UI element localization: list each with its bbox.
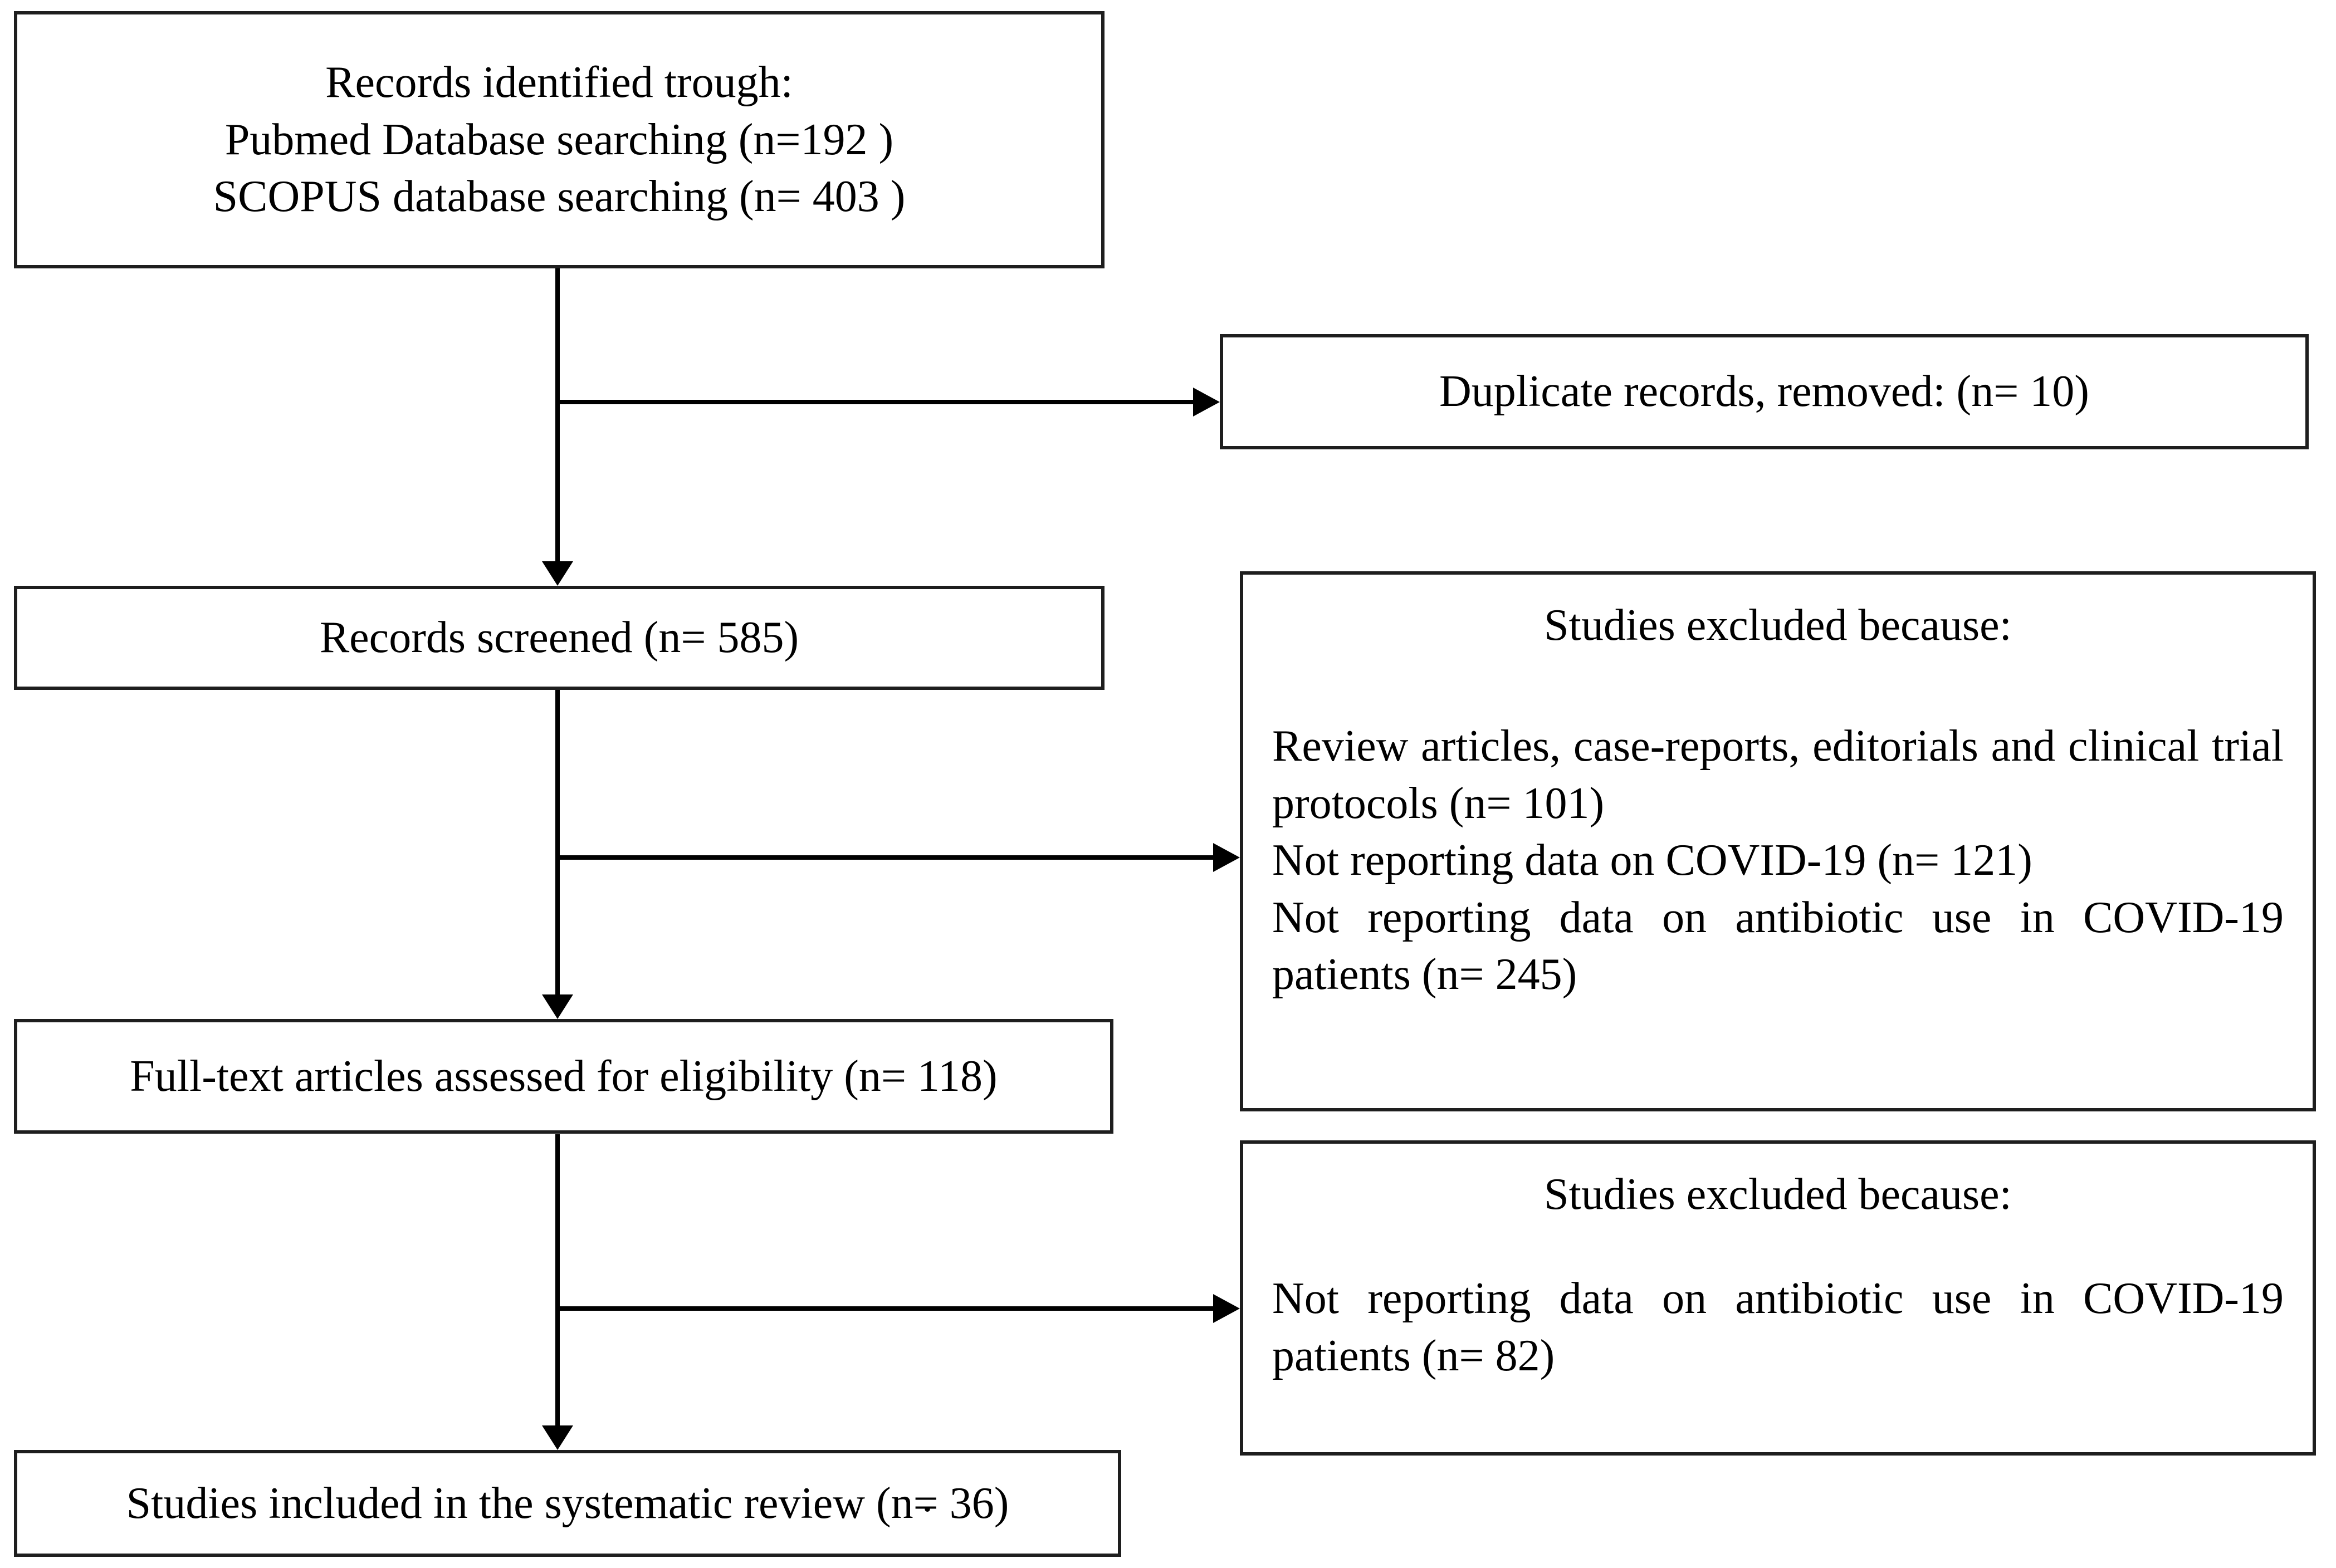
box-records-screened: Records screened (n= 585)	[14, 586, 1105, 690]
arrowhead-right-icon	[1213, 1294, 1240, 1323]
records-identified-scopus: SCOPUS database searching (n= 403 )	[213, 172, 906, 222]
stray-period-mark: .	[922, 1472, 933, 1521]
arrow-line-to-duplicates	[558, 400, 1195, 404]
fulltext-assessed-text: Full-text articles assessed for eligibil…	[130, 1051, 998, 1101]
arrowhead-right-icon	[1213, 843, 1240, 872]
arrowhead-down-icon	[542, 994, 573, 1019]
arrow-line-to-excluded-screening	[558, 855, 1215, 860]
box-studies-excluded-screening: Studies excluded because: Review article…	[1240, 571, 2316, 1111]
records-screened-text: Records screened (n= 585)	[319, 613, 799, 663]
arrow-line-fulltext-to-included	[555, 1134, 560, 1425]
studies-included-text: Studies included in the systematic revie…	[126, 1478, 1009, 1528]
arrowhead-down-icon	[542, 1425, 573, 1450]
records-identified-pubmed: Pubmed Database searching (n=192 )	[224, 115, 894, 164]
box-duplicate-records: Duplicate records, removed: (n= 10)	[1220, 334, 2309, 449]
box-fulltext-assessed: Full-text articles assessed for eligibil…	[14, 1019, 1113, 1134]
box-studies-included: Studies included in the systematic revie…	[14, 1450, 1121, 1557]
arrowhead-right-icon	[1193, 388, 1220, 416]
excluded-screening-reason: Not reporting data on antibiotic use in …	[1272, 893, 2284, 999]
arrow-line-to-excluded-fulltext	[558, 1306, 1215, 1311]
excluded-screening-heading: Studies excluded because:	[1544, 601, 2012, 650]
excluded-fulltext-reasons: Not reporting data on antibiotic use in …	[1272, 1270, 2284, 1384]
box-records-identified: Records identified trough: Pubmed Databa…	[14, 11, 1105, 268]
excluded-screening-reason: Not reporting data on COVID-19 (n= 121)	[1272, 836, 2032, 885]
excluded-screening-reasons: Review articles, case-reports, editorial…	[1272, 718, 2284, 1003]
excluded-screening-reason: Review articles, case-reports, editorial…	[1272, 722, 2284, 828]
records-identified-title: Records identified trough:	[325, 58, 793, 107]
arrowhead-down-icon	[542, 561, 573, 586]
excluded-fulltext-reason: Not reporting data on antibiotic use in …	[1272, 1274, 2284, 1380]
arrow-line-screened-to-fulltext	[555, 690, 560, 994]
box-studies-excluded-fulltext: Studies excluded because: Not reporting …	[1240, 1140, 2316, 1456]
excluded-fulltext-heading: Studies excluded because:	[1544, 1170, 2012, 1219]
duplicate-records-text: Duplicate records, removed: (n= 10)	[1439, 367, 2089, 416]
arrow-line-identified-to-screened	[555, 268, 560, 562]
